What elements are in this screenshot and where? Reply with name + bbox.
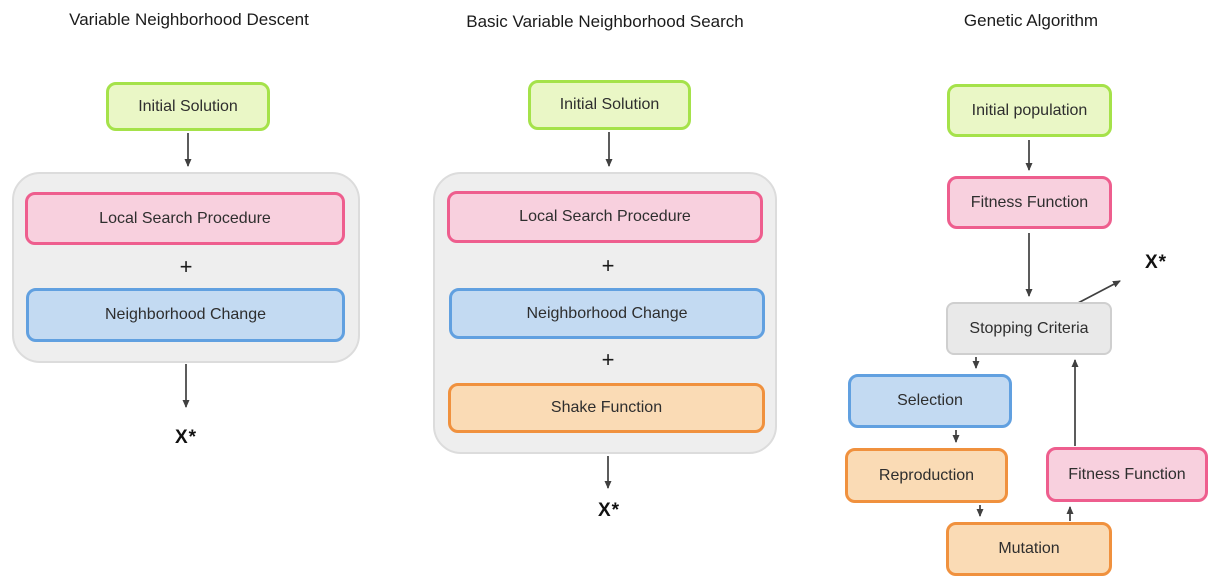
node-fitness-function: Fitness Function	[947, 176, 1112, 229]
node-initial-population: Initial population	[947, 84, 1112, 137]
plus-separator: +	[601, 253, 615, 278]
node-neighborhood-change: Neighborhood Change	[26, 288, 345, 342]
node-shake-function: Shake Function	[448, 383, 765, 433]
node-local-search-procedure: Local Search Procedure	[25, 192, 345, 245]
node-initial-solution: Initial Solution	[528, 80, 691, 130]
node-selection: Selection	[848, 374, 1012, 428]
node-initial-solution: Initial Solution	[106, 82, 270, 131]
diagram-title-variable-neighborhood-descent: Variable Neighborhood Descent	[69, 10, 309, 29]
node-fitness-function-2: Fitness Function	[1046, 447, 1208, 502]
node-mutation: Mutation	[946, 522, 1112, 576]
plus-separator: +	[179, 254, 193, 279]
node-reproduction: Reproduction	[845, 448, 1008, 503]
diagram-title-genetic-algorithm: Genetic Algorithm	[963, 11, 1099, 30]
diagram-title-basic-variable-neighborhood-search: Basic Variable Neighborhood Search	[466, 12, 744, 31]
node-stopping-criteria: Stopping Criteria	[946, 302, 1112, 355]
output-label-x-star: X*	[597, 500, 621, 521]
output-label-x-star: X*	[1144, 252, 1168, 273]
output-label-x-star: X*	[174, 427, 198, 448]
arrow-ga-stopping-to-output	[1077, 280, 1121, 304]
plus-separator: +	[601, 347, 615, 372]
node-neighborhood-change: Neighborhood Change	[449, 288, 765, 339]
node-local-search-procedure: Local Search Procedure	[447, 191, 763, 243]
